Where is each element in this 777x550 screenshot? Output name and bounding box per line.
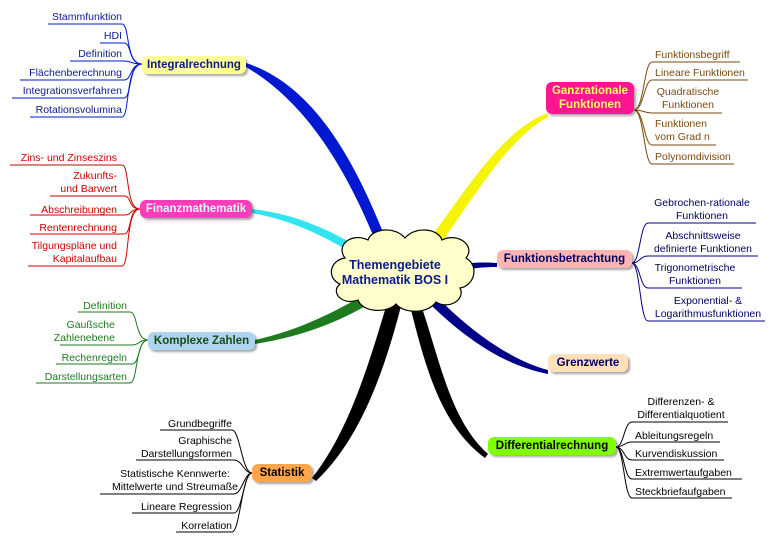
leaf-kennwerte-line1: Statistische Kennwerte:: [120, 468, 230, 480]
leaf-abschnitt-line1: Abschnittsweise: [665, 230, 741, 242]
leaf-darstellungsarten[interactable]: Darstellungsarten: [44, 371, 127, 383]
leaf-lineare-funktionen[interactable]: Lineare Funktionen: [655, 67, 745, 79]
leaf-zins[interactable]: Zins- und Zinseszins: [20, 152, 117, 164]
leaf-gebrochen-line2: Funktionen: [676, 210, 728, 222]
leaf-tilgung-line2: Kapitalaufbau: [52, 253, 117, 265]
node-funktionsbetrachtung[interactable]: Funktionsbetrachtung: [497, 250, 632, 268]
leaf-zukunfts-barwert[interactable]: Zukunfts- und Barwert: [60, 170, 117, 196]
leaf-exp-line2: Logarithmusfunktionen: [654, 308, 762, 320]
center-title-line1: Themengebiete: [349, 258, 441, 272]
leaf-tilgungsplaene[interactable]: Tilgungspläne und Kapitalaufbau: [32, 240, 117, 266]
leaf-zukunfts-line2: und Barwert: [60, 183, 117, 195]
branch-grenz: [432, 300, 548, 374]
leaf-integrationsverfahren[interactable]: Integrationsverfahren: [22, 85, 122, 97]
leaf-gebrochen-rationale[interactable]: Gebrochen-rationale Funktionen: [648, 197, 756, 223]
node-grenzwerte[interactable]: Grenzwerte: [548, 354, 628, 372]
leaf-quadratische-line2: Funktionen: [662, 99, 714, 111]
leaf-diffq-line2: Differentialquotient: [637, 409, 725, 421]
leaf-funktionsbegriff[interactable]: Funktionsbegriff: [655, 49, 730, 61]
node-differentialrechnung[interactable]: Differentialrechnung: [488, 437, 616, 455]
leaf-definition-komplex[interactable]: Definition: [83, 300, 127, 312]
leaf-exp-line1: Exponential- &: [673, 295, 743, 307]
leaf-gauss-line2: Zahlenebene: [53, 332, 115, 344]
leaf-trigonometrische[interactable]: Trigonometrische Funktionen: [648, 262, 742, 288]
center-title-line2: Mathematik BOS I: [341, 273, 449, 287]
leaf-ableitungsregeln[interactable]: Ableitungsregeln: [635, 430, 714, 442]
leaf-statistische-kennwerte[interactable]: Statistische Kennwerte: Mittelwerte und …: [100, 468, 250, 494]
node-finanzmathematik[interactable]: Finanzmathematik: [140, 200, 252, 218]
leaf-grundbegriffe[interactable]: Grundbegriffe: [167, 418, 232, 430]
leaf-kennwerte-line2: Mittelwerte und Streumaße: [111, 481, 239, 493]
leaf-polynomdivision[interactable]: Polynomdivision: [655, 151, 731, 163]
branch-diff: [410, 302, 488, 458]
leaf-grad-n-line2: vom Grad n: [655, 131, 710, 143]
leaf-rentenrechnung[interactable]: Rentenrechnung: [39, 222, 117, 234]
leaf-quadratische-line1: Quadratische: [656, 86, 720, 98]
leaf-funktionen-grad-n[interactable]: Funktionen vom Grad n: [655, 118, 710, 144]
leaf-diffq-line1: Differenzen- &: [647, 396, 715, 408]
leaf-trig-line2: Funktionen: [669, 275, 721, 287]
leaf-stammfunktion[interactable]: Stammfunktion: [51, 11, 122, 23]
leaf-rotationsvolumina[interactable]: Rotationsvolumina: [35, 104, 122, 116]
leaf-abschnitt-line2: definierte Funktionen: [653, 243, 753, 255]
node-integralrechnung[interactable]: Integralrechnung: [142, 56, 246, 74]
leaf-abschnittsweise[interactable]: Abschnittsweise definierte Funktionen: [648, 230, 758, 256]
center-cloud: [330, 229, 475, 312]
leaf-gausssche-zahlenebene[interactable]: Gaußsche Zahlenebene: [54, 319, 115, 345]
leaf-zukunfts-line1: Zukunfts-: [73, 170, 117, 182]
leaf-differenzenquotient[interactable]: Differenzen- & Differentialquotient: [632, 396, 730, 422]
leaf-exponential-logarithmus[interactable]: Exponential- & Logarithmusfunktionen: [650, 295, 766, 321]
leaf-gebrochen-line1: Gebrochen-rationale: [654, 197, 750, 209]
leaf-graphische-darstellung[interactable]: Graphische Darstellungsformen: [141, 435, 232, 461]
leaf-graphische-line2: Darstellungsformen: [140, 448, 232, 460]
leaf-kurvendiskussion[interactable]: Kurvendiskussion: [635, 448, 718, 460]
leaf-tilgung-line1: Tilgungspläne und: [31, 240, 117, 252]
branch-ganz: [420, 113, 548, 258]
node-ganzrationale-line2: Funktionen: [559, 99, 621, 111]
leaf-hdi[interactable]: HDI: [103, 30, 122, 42]
leaf-trig-line1: Trigonometrische: [654, 262, 736, 274]
leaf-flaechenberechnung[interactable]: Flächenberechnung: [29, 67, 122, 79]
leaf-graphische-line1: Graphische: [178, 435, 232, 447]
leaf-steckbriefaufgaben[interactable]: Steckbriefaufgaben: [635, 486, 726, 498]
leaf-grad-n-line1: Funktionen: [655, 118, 707, 130]
leaf-rechenregeln[interactable]: Rechenregeln: [61, 352, 127, 364]
leaf-abschreibungen[interactable]: Abschreibungen: [41, 204, 117, 216]
node-statistik[interactable]: Statistik: [252, 464, 312, 482]
leaf-definition-integral[interactable]: Definition: [78, 48, 122, 60]
center-topic[interactable]: Themengebiete Mathematik BOS I: [330, 258, 460, 288]
leaf-gauss-line1: Gaußsche: [66, 319, 115, 331]
node-ganzrationale-funktionen[interactable]: Ganzrationale Funktionen: [546, 82, 634, 114]
leaf-korrelation[interactable]: Korrelation: [181, 520, 232, 532]
node-komplexe-zahlen[interactable]: Komplexe Zahlen: [148, 332, 255, 350]
leaf-lineare-regression[interactable]: Lineare Regression: [140, 501, 232, 513]
branch-statistik: [312, 300, 402, 481]
leaf-quadratische-funktionen[interactable]: Quadratische Funktionen: [652, 86, 724, 112]
leaf-extremwertaufgaben[interactable]: Extremwertaufgaben: [635, 467, 732, 479]
node-ganzrationale-line1: Ganzrationale: [551, 85, 629, 97]
